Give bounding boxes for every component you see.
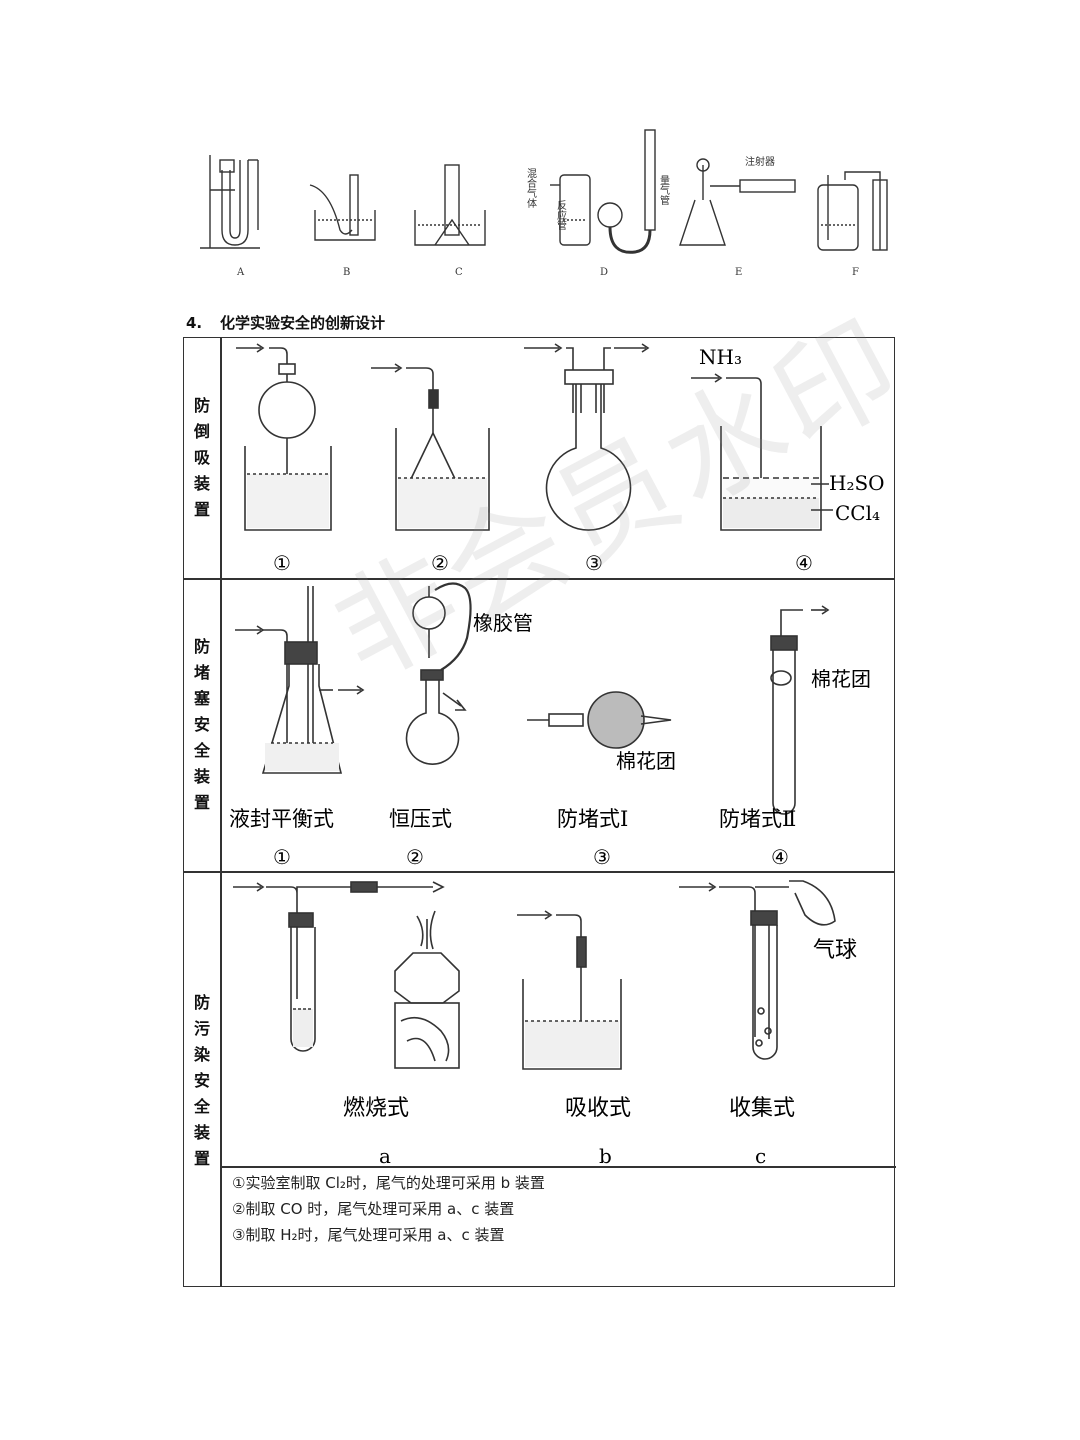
apparatus-label-e: E (735, 267, 742, 278)
anti-suckback-4 (691, 373, 833, 531)
safety-design-table: 防倒吸装置 防堵塞安全装置 防污染安全装置 (183, 337, 896, 1287)
row-divider-1 (184, 578, 894, 580)
label-nh3: NH₃ (699, 345, 742, 369)
apparatus-label-d: D (600, 267, 608, 278)
item-marker: ④ (795, 551, 813, 575)
row-divider-2 (184, 871, 894, 873)
item-marker: ④ (771, 845, 789, 869)
top-apparatus-figure: 混合气体 反应管 量气管 注射器 A B C D E F (200, 129, 888, 278)
anti-pollution-c (679, 880, 836, 1060)
row-label-anti-pollution: 防污染安全装置 (193, 993, 210, 1168)
apparatus-label-f: F (852, 267, 859, 278)
note-item: ①实验室制取 Cl₂时，尾气的处理可采用 b 装置 (232, 1174, 545, 1192)
caption-anti-clog-2: 防堵式Ⅱ (719, 807, 796, 831)
apparatus-c (414, 164, 486, 246)
caption-liquid-seal: 液封平衡式 (229, 807, 334, 831)
column-divider (220, 338, 222, 1286)
row-divider-3 (220, 1166, 896, 1168)
row-label-anti-clog: 防堵塞安全装置 (193, 636, 210, 812)
anti-clog-3 (527, 691, 672, 749)
label-ccl4: CCl₄ (835, 501, 880, 525)
label-balloon: 气球 (813, 938, 857, 963)
anti-suckback-3 (524, 343, 650, 531)
item-marker: b (599, 1144, 612, 1166)
item-marker: ③ (593, 845, 611, 869)
anti-pollution-a (233, 881, 460, 1069)
label-cotton-ball: 棉花团 (811, 667, 871, 691)
anti-pollution-b (517, 910, 622, 1070)
note-item: ③制取 H₂时，尾气处理可采用 a、c 装置 (232, 1226, 505, 1244)
label-gas-tube: 量气管 (658, 175, 670, 206)
row3-diagram: 燃烧式 吸收式 收集式 气球 a b c (233, 880, 857, 1166)
item-marker: ② (406, 845, 424, 869)
section-number: 4. (186, 314, 203, 332)
row-label-anti-suckback: 防倒吸装置 (193, 396, 210, 519)
anti-clog-2 (405, 582, 472, 765)
item-marker: c (755, 1144, 766, 1166)
label-rubber-tube: 橡胶管 (473, 611, 533, 635)
anti-suckback-1 (236, 343, 332, 531)
apparatus-label-c: C (455, 267, 463, 278)
notes-block: ①实验室制取 Cl₂时，尾气的处理可采用 b 装置 ②制取 CO 时，尾气处理可… (232, 1170, 545, 1248)
apparatus-e (679, 158, 796, 246)
apparatus-label-b: B (343, 267, 350, 278)
anti-suckback-2 (371, 363, 490, 531)
apparatus-a (200, 155, 260, 249)
row2-diagram: 橡胶管 棉花团 棉花团 液封平衡式 恒压式 防堵式Ⅰ 防堵式Ⅱ ① ② ③ ④ (229, 582, 871, 869)
apparatus-d (550, 129, 656, 254)
section-heading: 4. 化学实验安全的创新设计 (186, 312, 385, 333)
item-marker: a (379, 1144, 391, 1166)
apparatus-f (817, 171, 888, 251)
caption-constant-pressure: 恒压式 (389, 807, 452, 831)
item-marker: ② (431, 551, 449, 575)
apparatus-label-a: A (236, 267, 245, 278)
label-cotton-ball: 棉花团 (616, 749, 676, 773)
item-marker: ① (273, 845, 291, 869)
caption-collection: 收集式 (729, 1096, 795, 1121)
caption-absorption: 吸收式 (565, 1096, 631, 1121)
label-h2so4: H₂SO (829, 471, 885, 495)
anti-clog-1 (235, 586, 365, 774)
label-mixed-gas: 混合气体 (525, 168, 537, 209)
note-item: ②制取 CO 时，尾气处理可采用 a、c 装置 (232, 1200, 515, 1218)
label-syringe: 注射器 (745, 155, 775, 168)
caption-combustion: 燃烧式 (343, 1096, 409, 1121)
section-title: 化学实验安全的创新设计 (220, 314, 386, 332)
caption-anti-clog-1: 防堵式Ⅰ (557, 807, 628, 831)
label-reaction-tube: 反应管 (555, 200, 567, 231)
item-marker: ③ (585, 551, 603, 575)
row1-diagram: NH₃ H₂SO CCl₄ ① ② ③ ④ (236, 343, 885, 575)
item-marker: ① (273, 551, 291, 575)
anti-clog-4 (770, 605, 830, 815)
apparatus-b (309, 174, 376, 241)
